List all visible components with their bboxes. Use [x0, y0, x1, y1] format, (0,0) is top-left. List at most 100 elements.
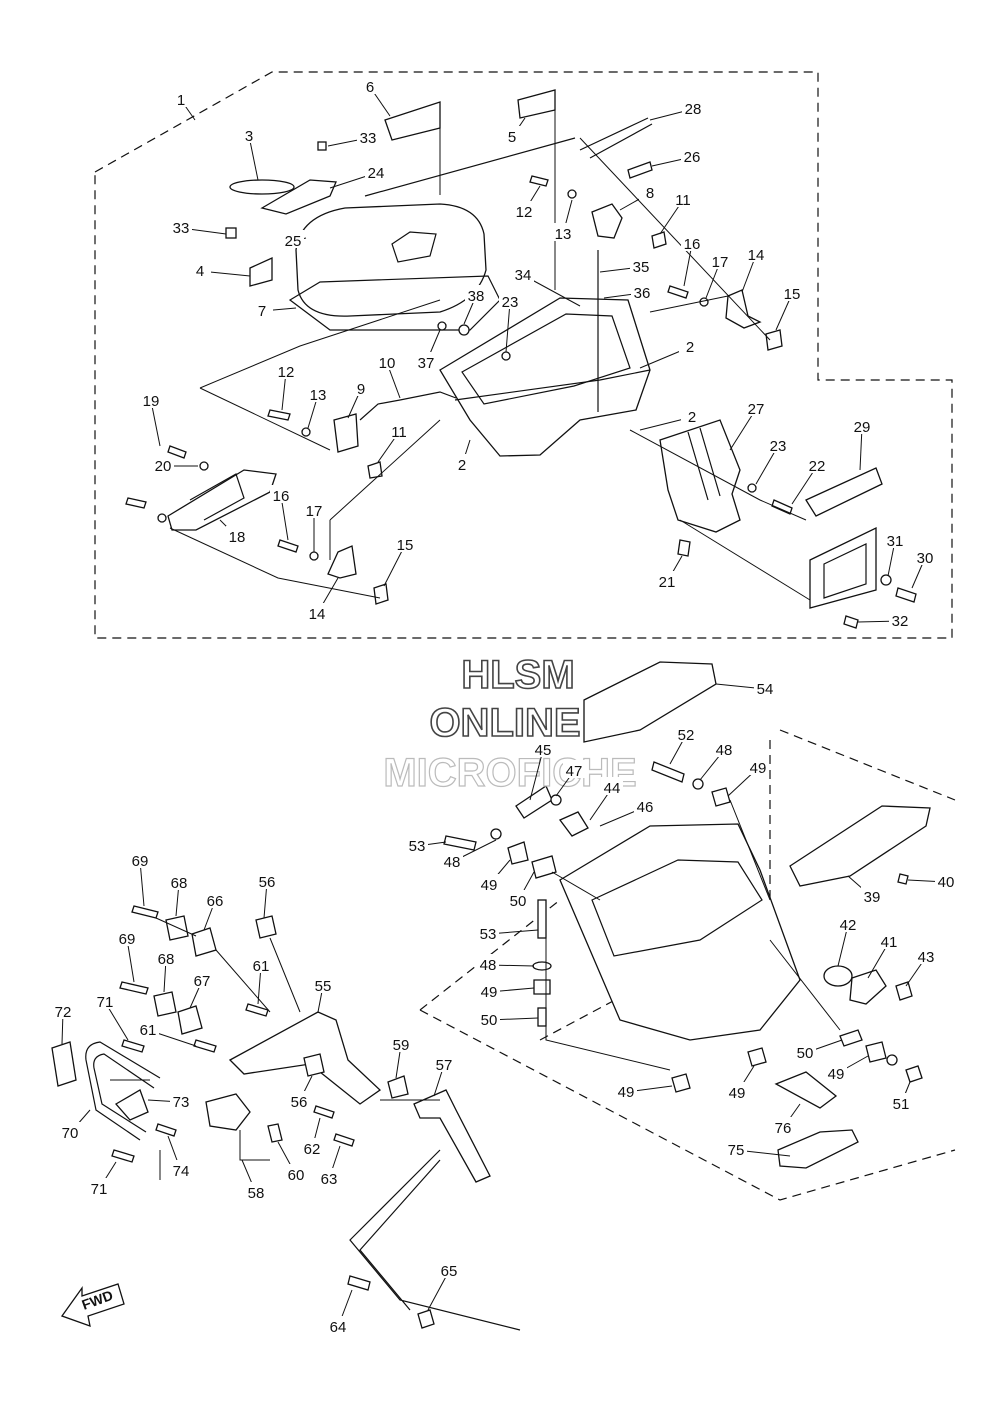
washer-48a — [692, 778, 704, 790]
callout-backing — [914, 547, 936, 565]
callout-backing — [675, 724, 697, 742]
callout-backing — [615, 1081, 637, 1099]
callout-number: 24 — [368, 165, 385, 182]
screw-32 — [843, 615, 859, 629]
spacer-50c — [839, 1029, 863, 1047]
callout-backing — [251, 300, 273, 318]
bracket-41 — [849, 969, 887, 1005]
bolt-22 — [771, 499, 793, 515]
callout-backing — [806, 455, 828, 473]
callout-number: 57 — [436, 1057, 453, 1074]
bolt-71b — [111, 1149, 135, 1163]
callout-backing — [861, 886, 883, 904]
callout-backing — [825, 1063, 847, 1081]
callout-backing — [359, 76, 381, 94]
callout-number: 69 — [119, 931, 136, 948]
callout-number: 49 — [729, 1085, 746, 1102]
callout-number: 48 — [716, 742, 733, 759]
cable-10 — [359, 391, 457, 421]
callout-number: 38 — [468, 288, 485, 305]
bolt-12a — [529, 175, 549, 187]
bolt-63 — [333, 1133, 355, 1147]
callout-number: 58 — [248, 1185, 265, 1202]
seal-2 — [454, 369, 651, 401]
callout-backing — [631, 282, 653, 300]
callout-backing — [682, 98, 704, 116]
callout-backing — [170, 1091, 192, 1109]
callout-number: 16 — [684, 236, 701, 253]
pad-33a — [317, 141, 327, 151]
gasket-42 — [823, 965, 853, 987]
decal-5 — [517, 89, 556, 119]
washer-23a — [501, 351, 511, 361]
callout-number: 2 — [688, 409, 696, 426]
callout-backing — [501, 126, 523, 144]
cover-72 — [51, 1041, 77, 1087]
collar-49b — [507, 841, 529, 865]
saddlebag-lid — [295, 203, 487, 317]
callout-number: 14 — [748, 247, 765, 264]
callout-number: 35 — [633, 259, 650, 276]
bracket-57 — [413, 1089, 491, 1183]
callout-number: 50 — [797, 1045, 814, 1062]
bolt-61a — [245, 1003, 269, 1017]
callout-number: 2 — [458, 457, 466, 474]
callout-backing — [630, 256, 652, 274]
collar-49e — [671, 1073, 691, 1093]
callout-backing — [837, 914, 859, 932]
bolt-53a — [443, 835, 477, 851]
callout-number: 53 — [480, 926, 497, 943]
callout-backing — [884, 530, 906, 548]
bolt-69b — [119, 981, 149, 995]
callout-number: 55 — [315, 978, 332, 995]
callout-number: 14 — [309, 606, 326, 623]
callout-backing — [477, 923, 499, 941]
callout-number: 61 — [253, 958, 270, 975]
callout-backing — [88, 1178, 110, 1196]
callout-backing — [250, 955, 272, 973]
collar-49d — [865, 1041, 887, 1063]
nut-11a — [651, 231, 667, 249]
bolt-61b — [193, 1039, 217, 1053]
bolt-16b — [277, 539, 299, 553]
clip-15b — [373, 583, 389, 605]
callout-number: 56 — [259, 874, 276, 891]
washer-48d — [886, 1054, 898, 1066]
bolt-74 — [155, 1123, 177, 1137]
callout-number: 27 — [748, 401, 765, 418]
callout-number: 36 — [634, 285, 651, 302]
callout-backing — [307, 384, 329, 402]
callout-backing — [441, 851, 463, 869]
callout-backing — [306, 603, 328, 621]
callout-backing — [465, 285, 487, 303]
callout-backing — [935, 871, 957, 889]
callout-number: 48 — [480, 957, 497, 974]
callout-backing — [745, 398, 767, 416]
callout-number: 13 — [555, 226, 572, 243]
callout-backing — [726, 1082, 748, 1100]
callout-backing — [94, 991, 116, 1009]
bolt-53b — [537, 899, 547, 939]
callout-backing — [406, 835, 428, 853]
washer-13b — [301, 427, 311, 437]
callout-number: 74 — [173, 1163, 190, 1180]
callout-backing — [889, 610, 911, 628]
callout-number: 4 — [196, 263, 204, 280]
guard-bar-70 — [85, 1041, 161, 1141]
callout-number: 29 — [854, 419, 871, 436]
callout-leader — [529, 749, 544, 801]
callout-number: 8 — [646, 185, 654, 202]
callout-number: 49 — [750, 760, 767, 777]
bracket-14a — [725, 289, 762, 329]
bracket-18-detail — [189, 473, 245, 521]
reflector-housing — [809, 526, 877, 609]
callout-backing — [137, 1019, 159, 1037]
hinge-9 — [333, 413, 359, 453]
callout-backing — [478, 981, 500, 999]
emblem-base-24 — [260, 179, 337, 215]
callout-backing — [634, 796, 656, 814]
callout-number: 59 — [393, 1037, 410, 1054]
callout-number: 68 — [171, 875, 188, 892]
callout-backing — [563, 760, 585, 778]
callout-backing — [679, 336, 701, 354]
